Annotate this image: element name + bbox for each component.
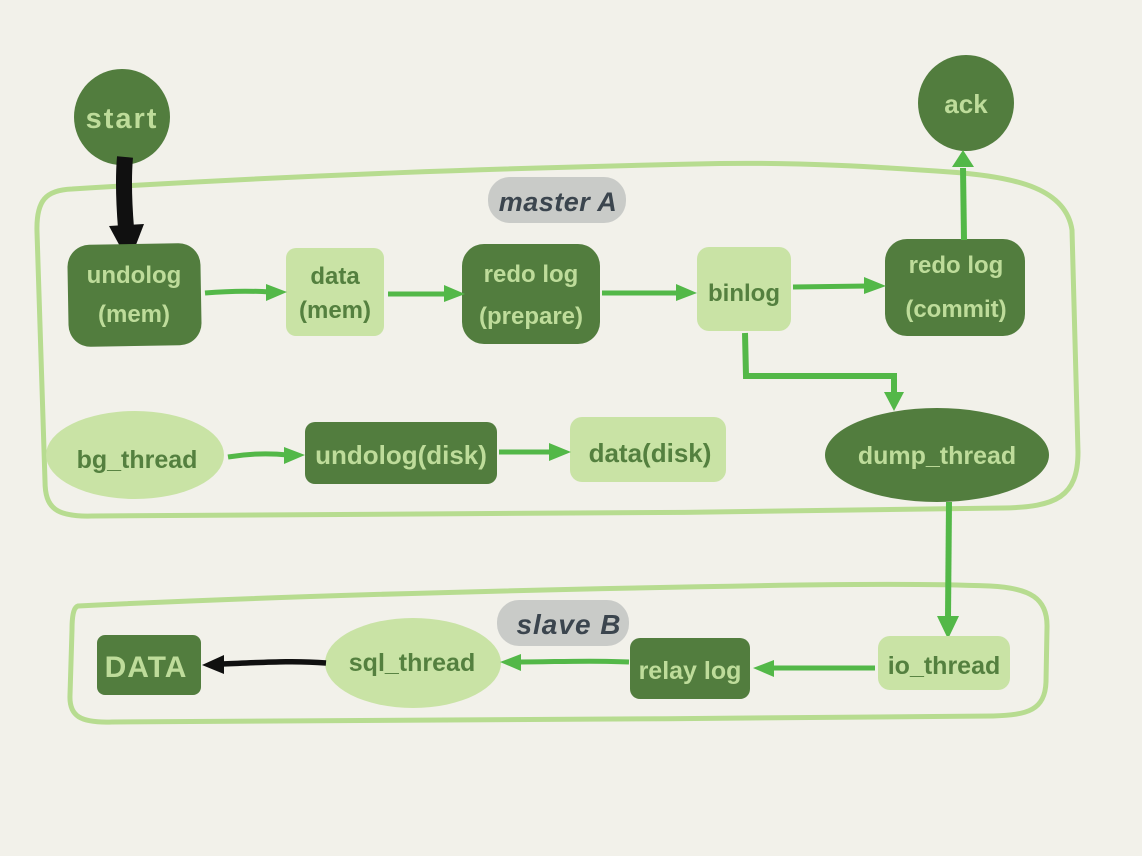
svg-text:sql_thread: sql_thread [349,649,475,677]
svg-text:relay log: relay log [639,657,742,685]
svg-text:dump_thread: dump_thread [858,442,1016,470]
svg-text:DATA: DATA [105,651,188,684]
svg-text:io_thread: io_thread [888,652,1001,680]
svg-text:undolog(disk): undolog(disk) [315,440,487,470]
svg-text:data(disk): data(disk) [589,438,712,468]
svg-text:slave B: slave B [516,609,621,640]
svg-text:(prepare): (prepare) [479,303,583,330]
svg-text:data: data [310,263,360,290]
svg-text:(commit): (commit) [905,296,1006,323]
svg-text:binlog: binlog [708,280,780,307]
svg-text:redo log: redo log [484,261,579,288]
svg-text:ack: ack [944,89,988,119]
svg-text:undolog: undolog [87,262,182,289]
svg-text:bg_thread: bg_thread [77,446,198,474]
svg-text:(mem): (mem) [299,297,371,324]
svg-text:(mem): (mem) [98,301,170,328]
svg-text:redo log: redo log [909,252,1004,279]
svg-text:master A: master A [499,187,618,217]
svg-text:start: start [86,103,159,135]
